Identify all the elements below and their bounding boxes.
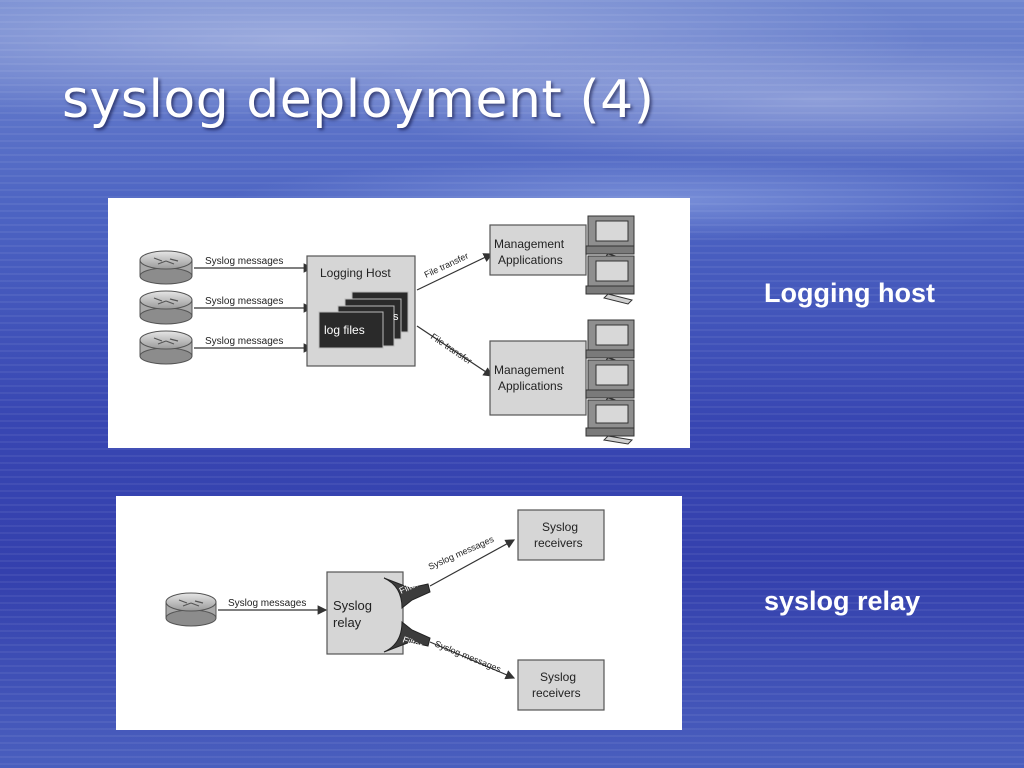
router-icon	[139, 330, 193, 365]
management-label-line1: Management	[494, 363, 565, 377]
log-files-label: log files	[324, 323, 365, 337]
syslog-relay-node	[326, 571, 404, 655]
relay-label-line2: relay	[333, 615, 362, 630]
router-icon	[139, 290, 193, 325]
log-files-partial-label: s	[393, 311, 399, 323]
syslog-receivers-node	[517, 659, 605, 711]
receiver-label-line1: Syslog	[542, 520, 578, 534]
logging-host-label: Logging Host	[320, 266, 391, 280]
workstation-icon	[585, 255, 635, 305]
receiver-label-line2: receivers	[534, 536, 583, 550]
workstation-icon	[585, 215, 635, 265]
relay-label-line1: Syslog	[333, 598, 372, 613]
management-applications-node	[489, 224, 587, 276]
edge-label-syslog-messages: Syslog messages	[427, 534, 496, 572]
router-icon	[165, 592, 217, 627]
syslog-relay-diagram: Syslog messages Syslog relay Filter Filt…	[116, 496, 682, 730]
edge-label-file-transfer: File transfer	[429, 331, 474, 366]
workstation-icon	[585, 359, 635, 409]
edge-label-syslog-messages: Syslog messages	[205, 256, 283, 267]
edge-arrow	[416, 325, 493, 377]
syslog-receivers-node	[517, 509, 605, 561]
edge-arrow	[429, 641, 516, 680]
edge-label-syslog-messages: Syslog messages	[205, 336, 283, 347]
workstation-icon	[585, 399, 635, 445]
edge-label-syslog-messages: Syslog messages	[228, 598, 306, 609]
edge-arrow	[429, 539, 516, 587]
log-files-stack: s log files	[318, 291, 409, 349]
receiver-label-line2: receivers	[532, 686, 581, 700]
caption-logging-host: Logging host	[764, 278, 935, 308]
logging-host-diagram: Syslog messages Syslog messages Syslog m…	[108, 198, 690, 448]
receiver-label-line1: Syslog	[540, 670, 576, 684]
caption-syslog-relay: syslog relay	[764, 586, 921, 616]
management-label-line1: Management	[494, 237, 565, 251]
edge-arrow	[416, 253, 494, 291]
management-label-line2: Applications	[498, 379, 563, 393]
edge-label-syslog-messages: Syslog messages	[433, 639, 503, 675]
edge-label-syslog-messages: Syslog messages	[205, 296, 283, 307]
slide-title: syslog deployment (4)	[62, 70, 655, 130]
management-label-line2: Applications	[498, 253, 563, 267]
router-icon	[139, 250, 193, 285]
management-applications-node	[489, 340, 587, 416]
